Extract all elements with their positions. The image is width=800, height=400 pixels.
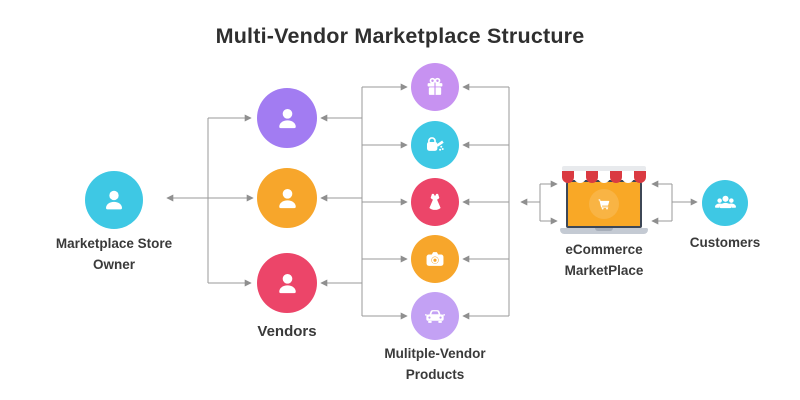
diagram-title: Multi-Vendor Marketplace Structure [215,24,585,48]
person-icon [278,188,296,208]
product-node-car [411,292,459,340]
laptop-screen [568,182,640,226]
person-icon [278,108,296,128]
awning-top-bar [562,166,646,171]
car-icon [425,310,445,323]
cart-badge [589,189,619,219]
product-node-camera [411,235,459,283]
shopping-cart-icon [598,199,610,210]
marketplace-label: eCommerce MarketPlace [564,242,644,278]
laptop-screen-frame [566,180,642,228]
product-node-dress [411,178,459,226]
products-label: Mulitple-Vendor Products [384,346,486,382]
dress-icon [429,193,441,210]
laptop-base [560,228,648,234]
vendors-label: Vendors [257,323,317,340]
person-icon [278,273,296,293]
laptop-base-notch [595,228,613,231]
striped-awning [562,166,646,183]
marketplace-store-owner-node [85,171,143,229]
vendor-node-1 [257,88,317,148]
vendor-node-3 [257,253,317,313]
customers-node [702,180,748,226]
watering-can-icon [426,137,444,151]
product-node-gift [411,63,459,111]
customers-group-icon [714,195,736,208]
storefront-laptop-icon [558,166,650,236]
person-icon [106,190,122,210]
gift-icon [427,77,443,95]
product-node-watering-can [411,121,459,169]
vendor-node-2 [257,168,317,228]
owner-label: Marketplace Store Owner [55,236,173,272]
customers-label: Customers [689,235,761,250]
camera-icon [426,252,444,266]
awning-scallops [562,171,646,183]
